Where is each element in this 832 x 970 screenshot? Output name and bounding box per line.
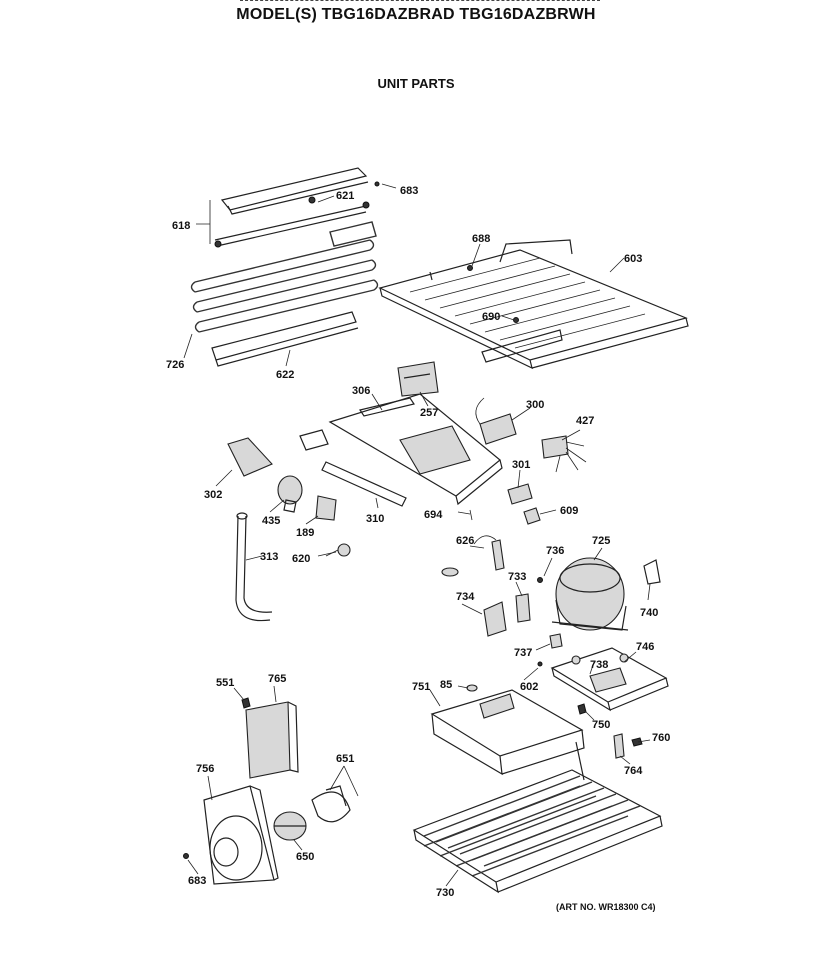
callout-301: 301 [512,459,530,471]
callout-764: 764 [624,765,643,777]
callout-427: 427 [576,415,594,427]
callout-622: 622 [276,369,294,381]
callout-683-bottom: 683 [188,875,206,887]
fan-bracket [241,697,299,779]
callout-694: 694 [424,509,443,521]
callout-765: 765 [268,673,286,685]
top-border-line [240,0,600,2]
condenser-coil [412,741,663,894]
callout-602: 602 [520,681,538,693]
control-housing [227,361,587,525]
callout-620: 620 [292,553,310,565]
callout-683-top: 683 [400,185,418,197]
callout-labels: 618 621 683 726 622 688 603 690 306 257 … [166,185,670,899]
callout-650: 650 [296,851,314,863]
fan-shroud [183,785,351,885]
callout-760: 760 [652,732,670,744]
callout-730: 730 [436,887,454,899]
callout-609: 609 [560,505,578,517]
callout-300: 300 [526,399,544,411]
art-number: (ART NO. WR18300 C4) [556,902,656,912]
callout-310: 310 [366,513,384,525]
callout-618: 618 [172,220,190,232]
callout-725: 725 [592,535,610,547]
leader-lines [183,183,651,887]
callout-85: 85 [440,679,452,691]
drain-pan [430,684,585,776]
callout-626: 626 [456,535,474,547]
callout-302: 302 [204,489,222,501]
callout-750: 750 [592,719,610,731]
fasteners [577,703,643,759]
callout-189: 189 [296,527,314,539]
callout-751: 751 [412,681,430,693]
callout-257: 257 [420,407,438,419]
callout-621: 621 [336,190,354,202]
callout-688: 688 [472,233,490,245]
callout-746: 746 [636,641,654,653]
callout-736: 736 [546,545,564,557]
compressor-assembly [441,535,661,649]
callout-551: 551 [216,677,234,689]
callout-737: 737 [514,647,532,659]
callout-756: 756 [196,763,214,775]
callout-726: 726 [166,359,184,371]
callout-690: 690 [482,311,500,323]
callout-435: 435 [262,515,280,527]
callout-734: 734 [456,591,475,603]
callout-306: 306 [352,385,370,397]
mounting-plate [537,647,669,712]
callout-651: 651 [336,753,354,765]
callout-738: 738 [590,659,608,671]
callout-733: 733 [508,571,526,583]
callout-603: 603 [624,253,642,265]
drain-tube [235,512,351,622]
callout-313: 313 [260,551,278,563]
condenser-assembly [190,167,380,367]
callout-740: 740 [640,607,658,619]
section-title: UNIT PARTS [377,76,455,91]
model-title: MODEL(S) TBG16DAZBRAD TBG16DAZBRWH [236,6,596,23]
